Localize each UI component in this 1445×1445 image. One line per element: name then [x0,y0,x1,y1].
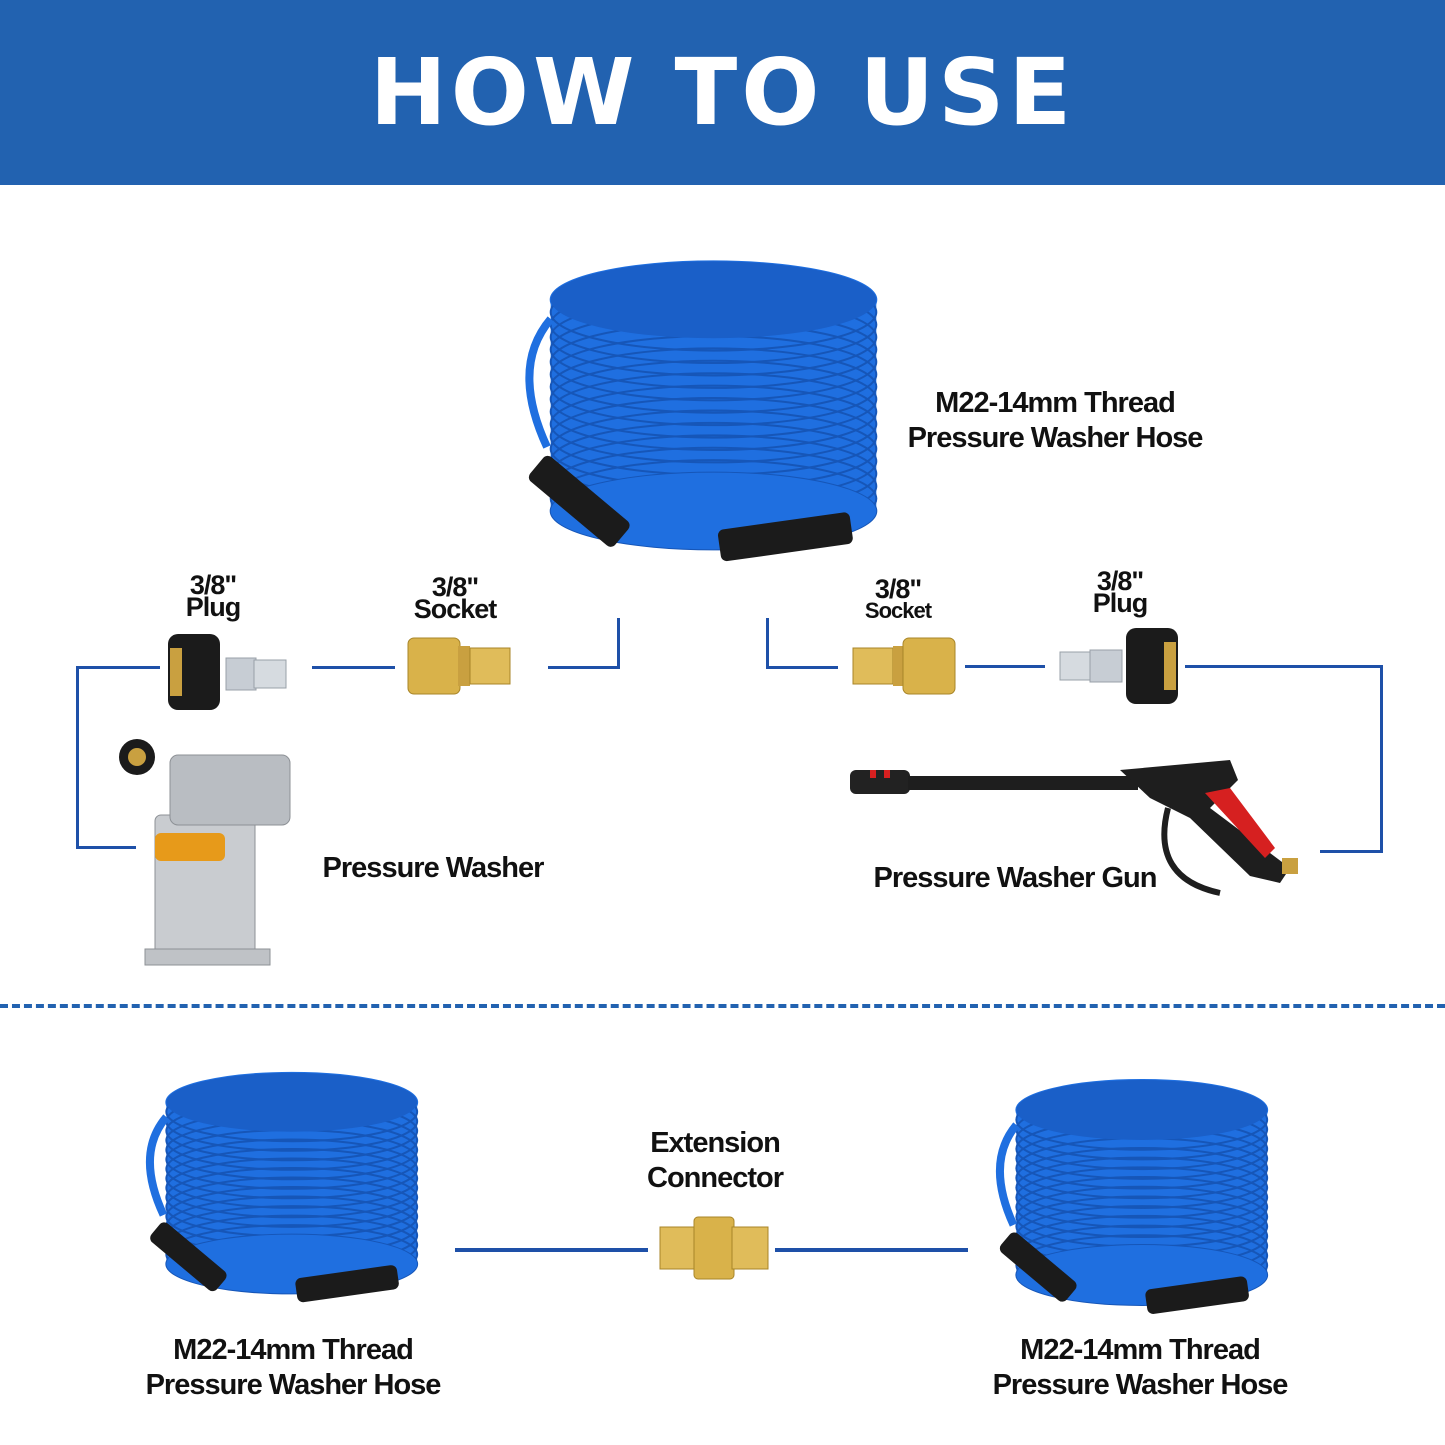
label-line: M22-14mm Thread [173,1334,414,1366]
label-line: 3/8" [874,574,922,604]
label-line: Pressure Washer Hose [992,1369,1289,1401]
pressure-washer-label: Pressure Washer [322,852,545,884]
connector-line [76,846,136,849]
connector-line [1380,665,1383,853]
connector-line [455,1248,648,1252]
connector-line [1185,665,1383,668]
connector-line [617,618,620,669]
left-socket-image [407,637,511,695]
label-line: Plug [1092,588,1148,618]
hose-fitting [999,1232,1077,1302]
extension-connector-image [659,1216,769,1280]
hose-fitting [295,1265,399,1303]
label-line: Plug [185,592,241,622]
top-hose-image [525,260,878,562]
page-title: HOW TO USE [369,39,1076,146]
right-socket-label: 3/8" Socket [864,574,932,623]
connector-line [548,666,620,669]
pressure-washer-gun-label: Pressure Washer Gun [873,862,1158,894]
hose-fitting [528,455,630,547]
connector-line [965,665,1045,668]
label-line: Socket [413,594,498,624]
bottom-left-hose-image [145,1071,419,1303]
connector-line [1320,850,1383,853]
right-plug-image [1059,628,1178,704]
connector-line [312,666,395,669]
bottom-right-hose-label: M22-14mm Thread Pressure Washer Hose [992,1333,1289,1403]
connector-line [766,666,838,669]
hose-fitting [1145,1276,1249,1314]
pressure-washer-image [119,739,291,966]
pressure-washer-gun-image [850,760,1298,896]
bottom-left-hose-label: M22-14mm Thread Pressure Washer Hose [145,1333,442,1403]
bottom-right-hose-image [995,1079,1269,1314]
label-line: M22-14mm Thread [935,387,1176,419]
connector-line [76,666,79,849]
label-line: 3/8" [431,572,479,602]
header-banner: HOW TO USE [0,0,1445,185]
label-line: Extension [650,1127,781,1159]
right-socket-image [852,637,956,695]
extension-connector-label: Extension Connector [647,1126,784,1196]
connector-line [775,1248,968,1252]
left-plug-image [168,634,287,710]
label-line: Connector [647,1162,784,1194]
label-line: Socket [864,598,932,623]
label-line: 3/8" [1096,566,1144,596]
section-divider [0,1004,1445,1008]
left-socket-label: 3/8" Socket [413,572,498,624]
label-line: Pressure Washer Hose [145,1369,442,1401]
connector-line [78,666,160,669]
right-plug-label: 3/8" Plug [1092,566,1148,618]
label-line: M22-14mm Thread [1020,1334,1261,1366]
hose-fitting [150,1222,227,1292]
label-line: 3/8" [189,570,237,600]
label-line: Pressure Washer Hose [907,422,1204,454]
connector-line [766,618,769,669]
top-hose-label: M22-14mm Thread Pressure Washer Hose [907,386,1204,456]
left-plug-label: 3/8" Plug [185,570,241,622]
hose-fitting [717,512,853,562]
